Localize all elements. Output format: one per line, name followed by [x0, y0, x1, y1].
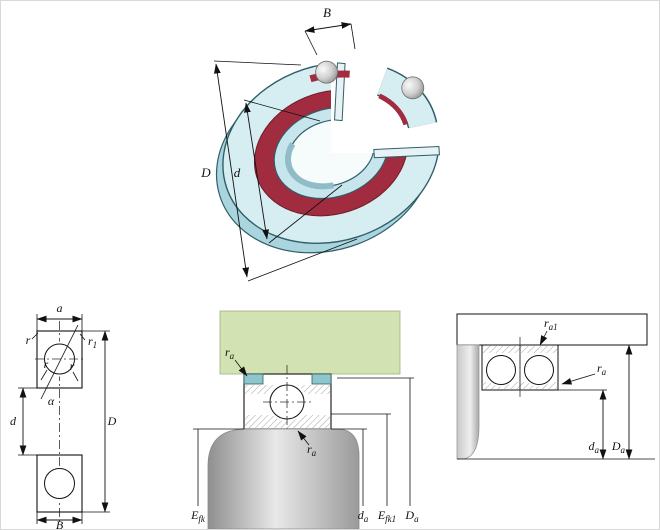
seat-strip-left: [243, 373, 264, 385]
shaft-step: [456, 344, 480, 460]
ext-line: [213, 60, 302, 66]
dim-line-D: [214, 63, 249, 278]
segment-face: [377, 68, 436, 129]
dim-label-r1: r1: [88, 334, 97, 350]
ball-section: [486, 355, 516, 385]
mounting-right-view: ra1 ra da Da: [456, 313, 655, 460]
dim-label-r: r: [70, 359, 75, 373]
dim-label-d-3d: d: [234, 165, 241, 180]
cross-section-view: α a r r1 r r d D B: [10, 301, 117, 529]
mounting-mid-view: ra ra Efk da Efk1 Da: [190, 310, 419, 529]
leader-line: [561, 373, 596, 385]
dim-label-Efk: Efk: [190, 508, 206, 524]
leader-line: [72, 371, 79, 382]
ext-line: [350, 23, 356, 50]
dim-line-B: [304, 22, 352, 33]
dim-label-D-3d: D: [200, 165, 211, 180]
contact-angle-line: [40, 324, 79, 400]
segment-cage-edge: [378, 93, 409, 126]
dim-label-Da: Da: [611, 439, 626, 455]
bearing-3d-view: B D d: [200, 2, 482, 282]
dim-label-r: r: [26, 333, 31, 347]
dim-label-Efk1: Efk1: [377, 508, 396, 524]
seat-strip-right: [311, 373, 332, 385]
ext-line: [304, 30, 318, 56]
dim-label-r: r: [44, 357, 49, 371]
ring-segment: [376, 67, 438, 130]
dim-label-ra1: ra1: [544, 316, 558, 332]
dim-label-B-3d: B: [323, 5, 331, 20]
inner-ring-hatch: [245, 415, 330, 428]
dim-line-d: [244, 102, 269, 240]
dim-label-da: da: [358, 508, 369, 524]
ext-line: [247, 238, 358, 282]
ext-line: [268, 184, 343, 244]
dim-label-B: B: [56, 518, 64, 529]
leader-line: [539, 330, 548, 346]
dim-label-alpha: α: [48, 394, 55, 408]
leader-line: [31, 332, 39, 340]
dim-label-D: D: [107, 414, 117, 428]
leader-line: [234, 359, 248, 377]
dim-label-a: a: [57, 301, 63, 315]
dim-label-d: d: [10, 414, 17, 428]
section-bottom: [36, 454, 83, 513]
ball: [315, 60, 339, 84]
housing-block: [219, 310, 401, 375]
leader-line: [40, 369, 48, 381]
ball-section: [524, 355, 554, 385]
cut-face-bottom: [373, 146, 440, 159]
shaft: [207, 428, 360, 529]
dim-label-ra: ra: [225, 345, 235, 361]
dim-label-da: da: [589, 439, 600, 455]
dim-label-ra: ra: [597, 361, 607, 377]
ball-section: [44, 468, 75, 499]
section-top: [36, 330, 83, 389]
bore-shadow: [285, 142, 335, 190]
dim-label-Da: Da: [404, 508, 419, 524]
ball: [401, 76, 425, 100]
dim-label-ra: ra: [307, 442, 317, 458]
leader-line: [79, 333, 86, 341]
leader-line: [297, 430, 310, 446]
